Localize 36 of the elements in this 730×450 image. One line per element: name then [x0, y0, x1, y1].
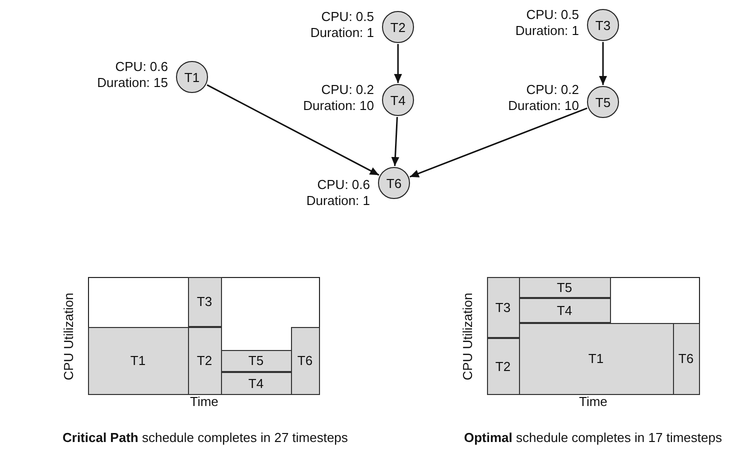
- task-circle: T4: [382, 84, 414, 116]
- schedule-bar: T3: [486, 276, 520, 338]
- axis-label: Time: [579, 394, 608, 408]
- schedule-bar: T4: [518, 298, 610, 322]
- schedule-bar: T3: [188, 276, 222, 326]
- axis-label: CPU Utilization: [60, 292, 76, 380]
- axis-label: Time: [190, 394, 218, 408]
- task-caption: CPU: 0.5 Duration: 1: [309, 9, 374, 41]
- task-caption: CPU: 0.2 Duration: 10: [507, 82, 579, 114]
- task-circle: T5: [587, 86, 619, 118]
- task-circle: T2: [382, 11, 414, 43]
- task-circle: T6: [378, 167, 410, 199]
- schedule-bar: T5: [220, 350, 292, 372]
- arrow: [391, 116, 400, 166]
- task-circle: T3: [587, 9, 619, 41]
- schedule-bar: T1: [518, 322, 674, 394]
- schedule-bar: T2: [188, 326, 222, 394]
- schedule-bar: T1: [88, 326, 188, 394]
- task-caption: CPU: 0.2 Duration: 10: [302, 82, 374, 114]
- schedule-bar: T6: [290, 326, 320, 394]
- schedule-bar: T6: [672, 322, 700, 394]
- schedule-bar: T5: [518, 276, 610, 298]
- arrow: [394, 44, 402, 83]
- task-caption: CPU: 0.5 Duration: 1: [514, 7, 579, 39]
- arrow: [206, 84, 380, 176]
- chart-caption: Critical Path schedule completes in 27 timesteps: [62, 430, 348, 444]
- chart-caption: Optimal schedule completes in 17 timesteps: [464, 430, 722, 444]
- chart-frame: [88, 277, 320, 395]
- schedule-bar: T2: [486, 338, 520, 394]
- axis-label: CPU Utilization: [460, 292, 475, 380]
- chart-frame: [487, 277, 700, 395]
- arrow: [599, 42, 607, 85]
- task-circle: T1: [176, 61, 208, 93]
- task-caption: CPU: 0.6 Duration: 1: [305, 177, 370, 209]
- schedule-bar: T4: [220, 372, 292, 394]
- task-caption: CPU: 0.6 Duration: 15: [96, 59, 168, 91]
